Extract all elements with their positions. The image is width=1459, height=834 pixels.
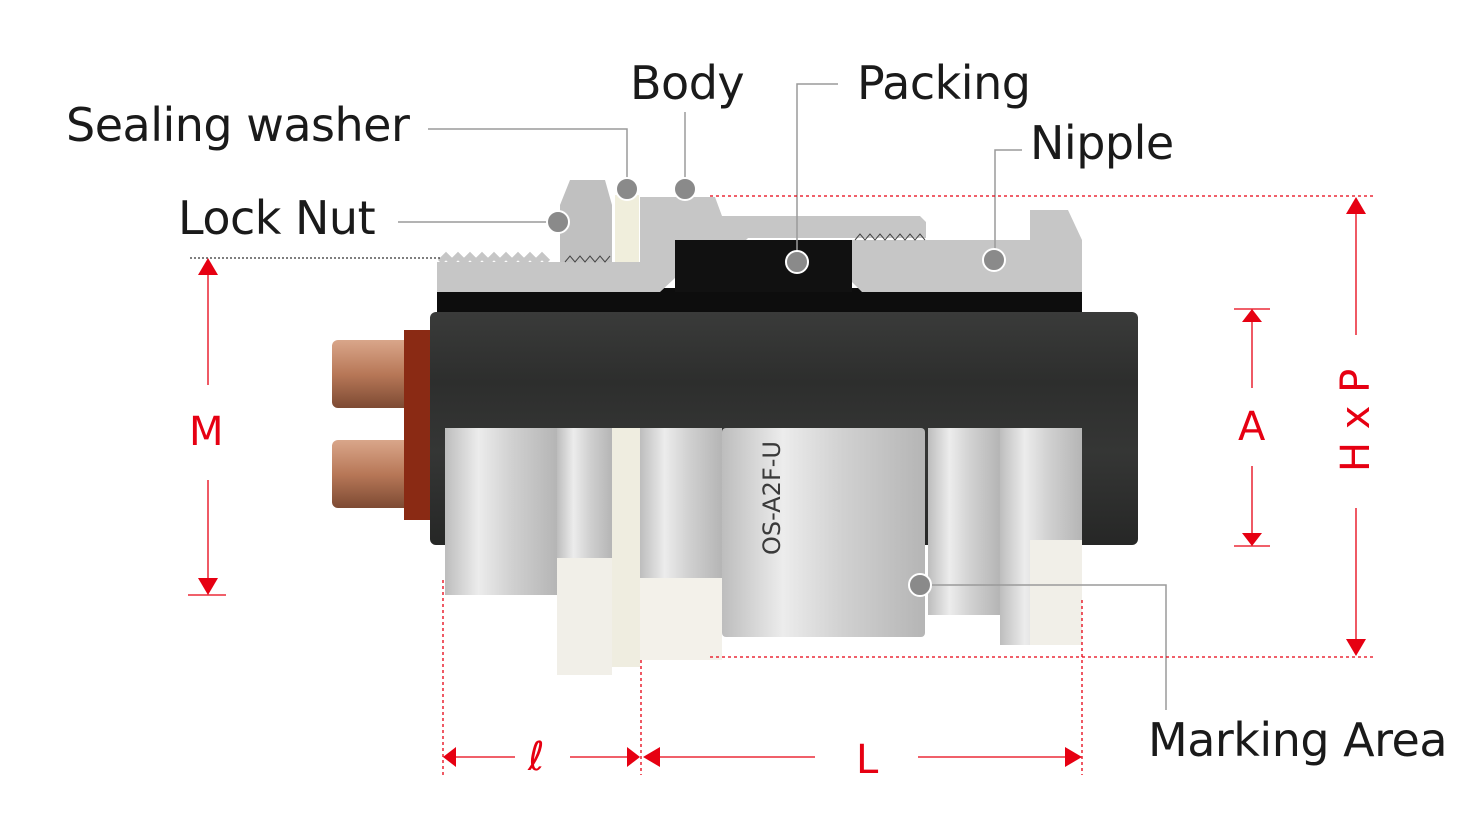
exterior-view	[445, 428, 1082, 675]
dimension-lines	[188, 195, 1375, 775]
callout-dot-nipple	[982, 248, 1006, 272]
callout-dot-packing	[785, 250, 809, 274]
dimension-arrows	[198, 197, 1366, 767]
callout-dot-lock-nut	[546, 210, 570, 234]
body-thread	[437, 251, 551, 267]
inner-gap	[437, 288, 1082, 314]
section-view	[437, 180, 1082, 314]
callout-dot-body	[673, 177, 697, 201]
callout-dots	[546, 177, 1006, 597]
lock-nut-section	[560, 180, 612, 262]
dimension-a: A	[1238, 404, 1266, 450]
leader-lines	[398, 83, 1167, 710]
conductors	[332, 330, 432, 520]
body-cylinder-exterior	[722, 428, 925, 637]
dimension-l-large: L	[856, 737, 879, 783]
callout-dot-sealing-washer	[615, 177, 639, 201]
label-sealing-washer: Sealing washer	[66, 98, 410, 152]
packing-section	[675, 240, 852, 292]
label-packing: Packing	[857, 56, 1031, 110]
label-body: Body	[630, 56, 745, 110]
marking-text: OS-A2F-U	[758, 441, 786, 555]
label-lock-nut: Lock Nut	[178, 191, 376, 245]
label-nipple: Nipple	[1030, 116, 1174, 170]
dimension-hxp: H x P	[1333, 368, 1379, 472]
sealing-washer-exterior	[612, 428, 640, 667]
nipple-thread-exterior	[928, 428, 1000, 615]
body-thread-exterior	[445, 428, 557, 595]
dimension-m: M	[189, 409, 224, 455]
sealing-washer-section	[615, 195, 639, 262]
label-marking-area: Marking Area	[1148, 713, 1448, 767]
nipple-section	[852, 210, 1082, 292]
callout-dot-marking-area	[908, 573, 932, 597]
dimension-l-small: ℓ	[528, 734, 545, 780]
